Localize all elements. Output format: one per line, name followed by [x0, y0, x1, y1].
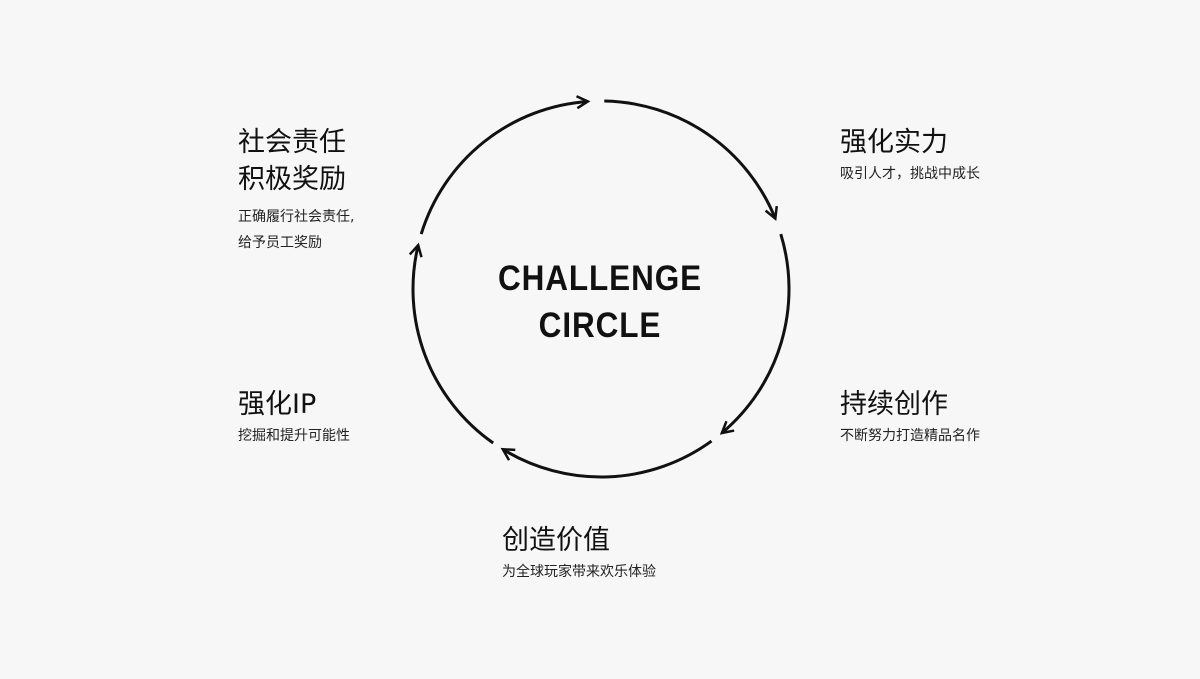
center-title-line1: CHALLENGE — [497, 259, 703, 298]
arrowhead-icon — [500, 447, 516, 461]
arrowhead-icon — [408, 242, 423, 258]
item-heading: 强化实力 — [840, 127, 948, 158]
arrowhead-icon — [764, 205, 778, 221]
item-ip: 强化IP 挖掘和提升可能性 — [238, 386, 350, 449]
cycle-arc — [604, 99, 777, 220]
item-heading: 创造价值 — [502, 525, 610, 556]
cycle-arc — [419, 99, 588, 235]
item-desc-line: 正确履行社会责任, — [238, 209, 355, 225]
item-desc: 不断努力打造精品名作 — [840, 428, 980, 444]
item-creation: 持续创作 不断努力打造精品名作 — [840, 386, 980, 449]
item-heading: 积极奖励 — [238, 164, 346, 195]
cycle-arc — [501, 439, 713, 479]
arrowhead-icon — [575, 95, 591, 110]
arrowhead-icon — [719, 420, 735, 435]
item-desc: 为全球玩家带来欢乐体验 — [502, 564, 656, 580]
center-title: CHALLENGE CIRCLE — [465, 255, 735, 349]
item-value: 创造价值 为全球玩家带来欢乐体验 — [502, 522, 656, 585]
item-desc: 挖掘和提升可能性 — [238, 428, 350, 444]
item-strength: 强化实力 吸引人才，挑战中成长 — [840, 124, 980, 187]
item-social-responsibility: 社会责任 积极奖励 正确履行社会责任, 给予员工奖励 — [238, 124, 354, 256]
cycle-arc — [720, 233, 791, 435]
item-desc: 正确履行社会责任, 给予员工奖励 — [238, 204, 354, 256]
item-desc: 吸引人才，挑战中成长 — [840, 166, 980, 182]
item-heading: 社会责任 — [238, 127, 346, 158]
item-desc-line: 给予员工奖励 — [238, 235, 322, 251]
item-heading: 持续创作 — [840, 389, 948, 420]
cycle-arc — [411, 244, 495, 445]
item-heading: 强化IP — [238, 389, 317, 420]
center-title-line2: CIRCLE — [538, 306, 662, 345]
